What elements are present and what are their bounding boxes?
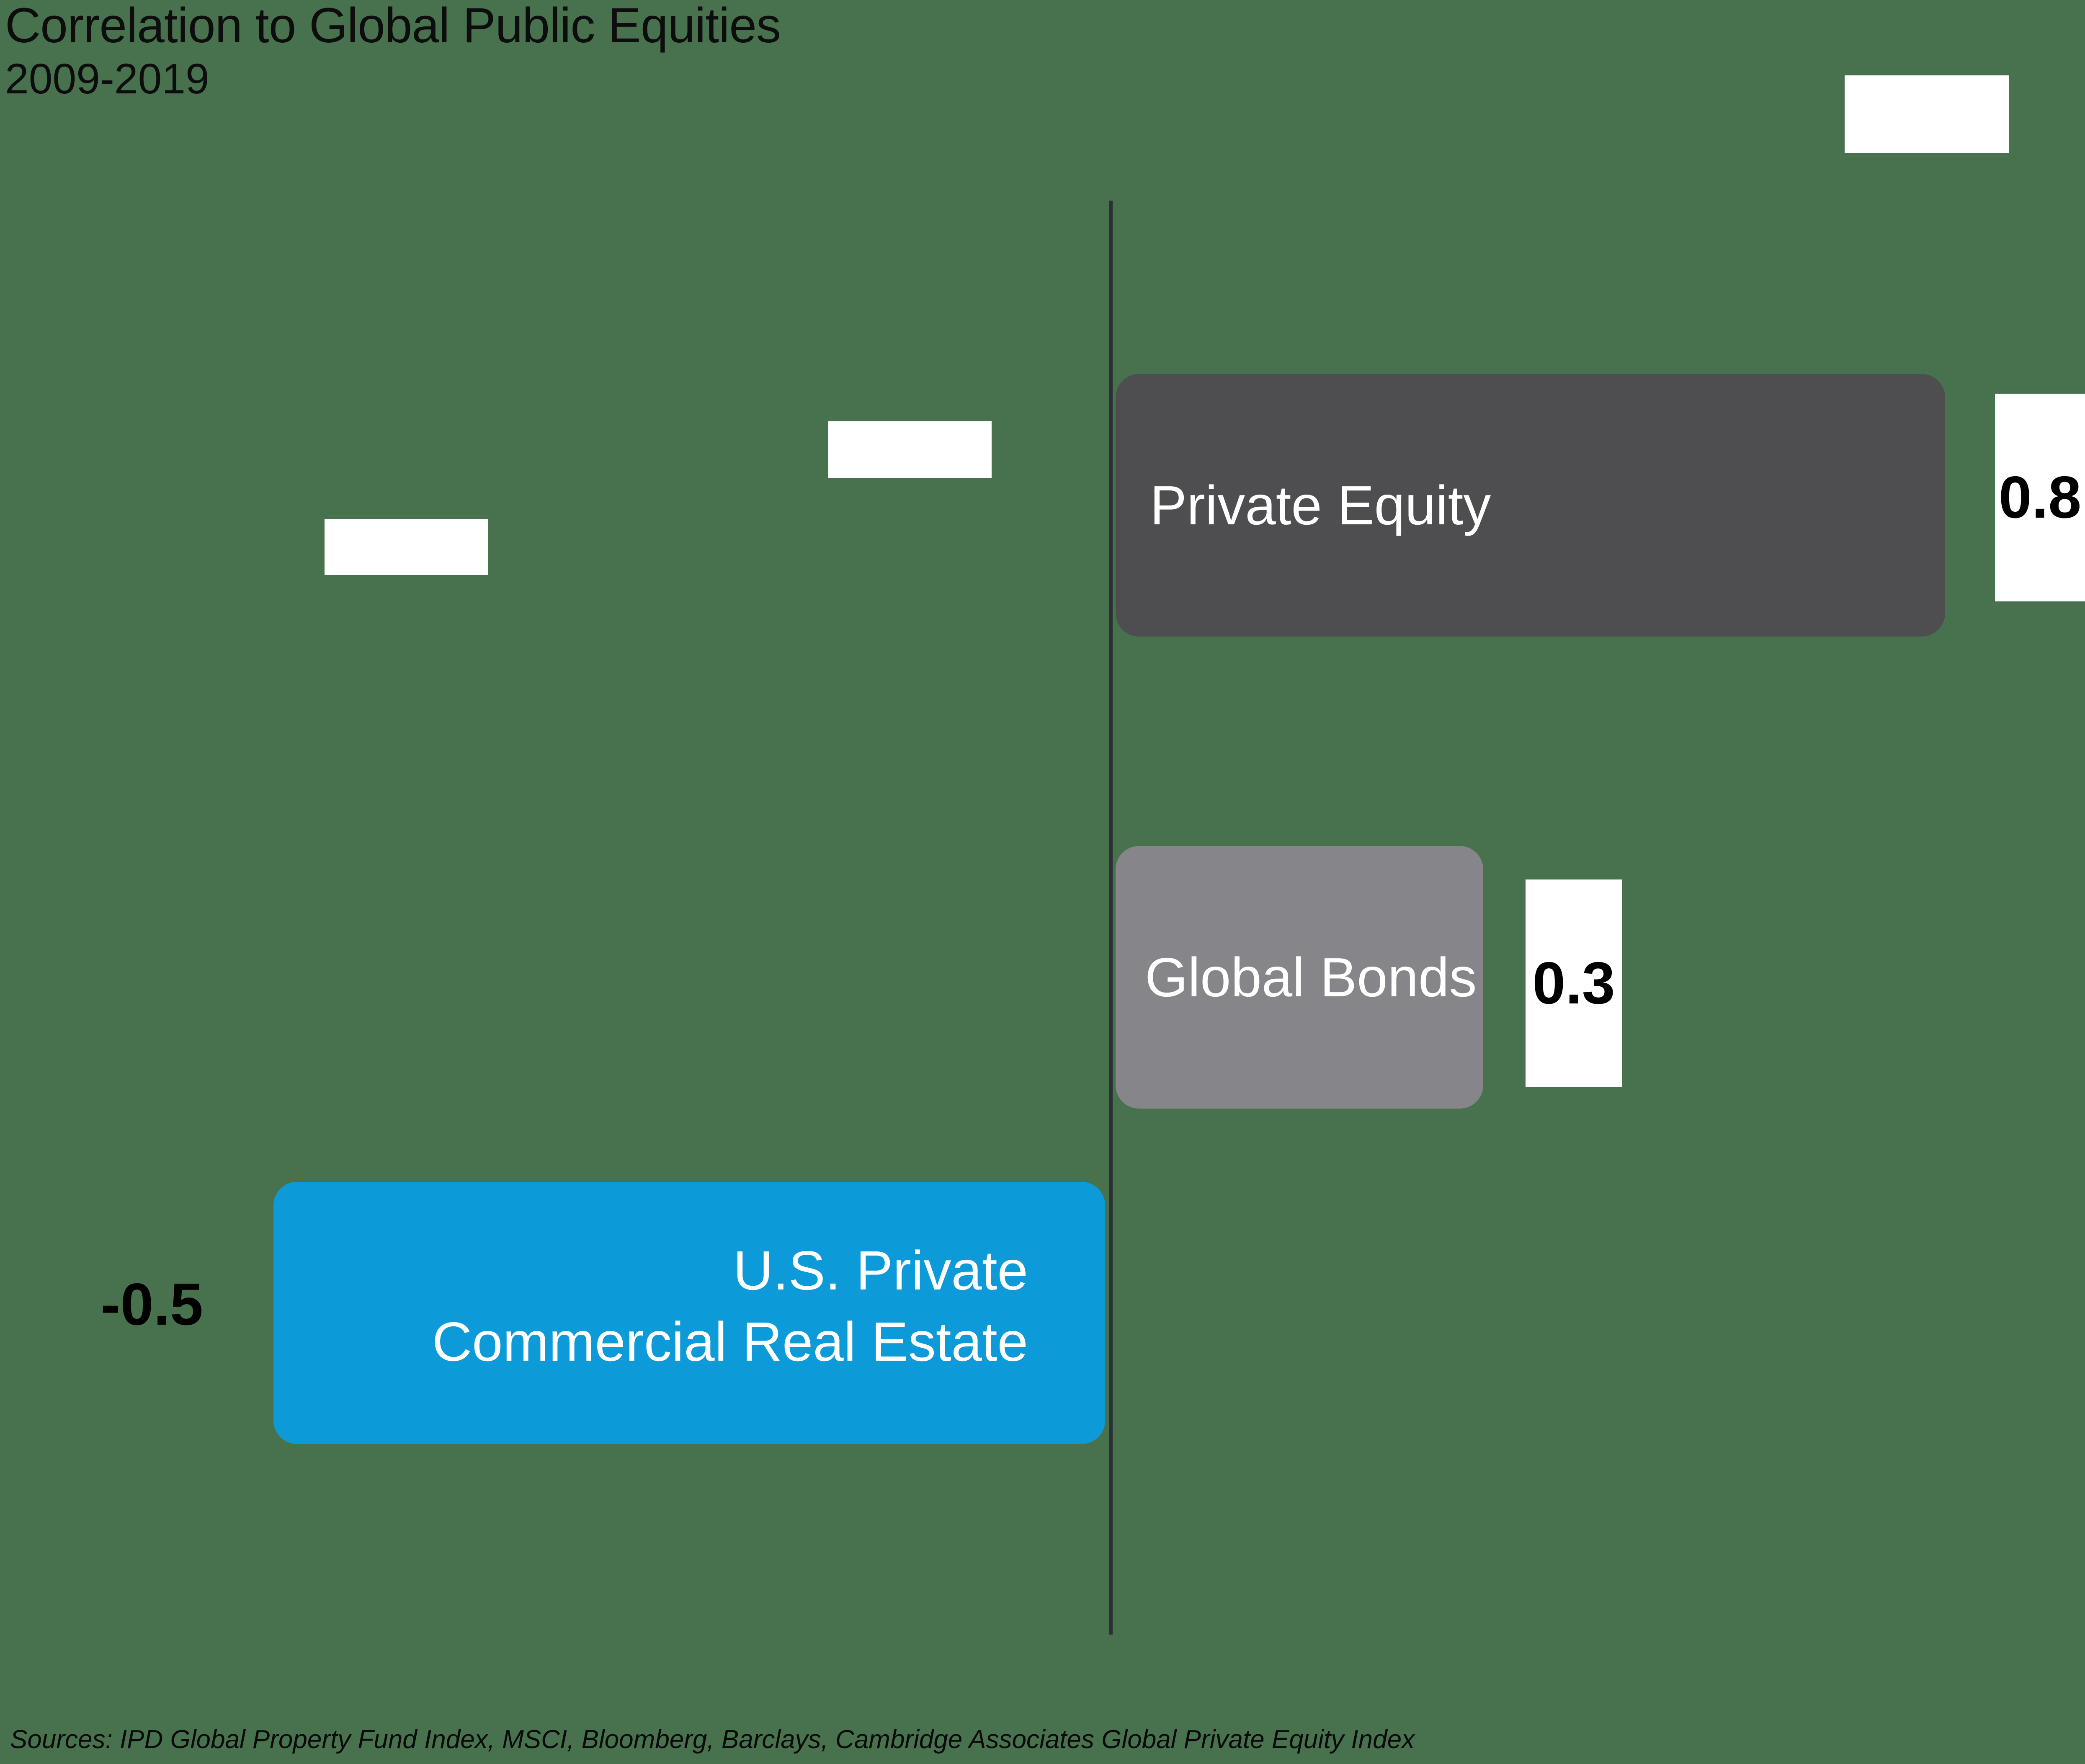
bar-label-us-private-commercial-real-estate: U.S. Private Commercial Real Estate bbox=[432, 1235, 1028, 1377]
bar-label-line2: Commercial Real Estate bbox=[432, 1311, 1028, 1372]
chart-subtitle: 2009-2019 bbox=[5, 55, 209, 103]
chart-title: Correlation to Global Public Equities bbox=[5, 0, 781, 53]
value-box-global-bonds: 0.3 bbox=[1526, 879, 1622, 1087]
bar-label-line1: U.S. Private bbox=[733, 1240, 1028, 1301]
value-box-private-equity: 0.8 bbox=[1995, 394, 2085, 601]
zero-axis-line bbox=[1109, 201, 1113, 1635]
blank-white-box-top-right bbox=[1845, 75, 2009, 153]
bar-private-equity: Private Equity bbox=[1116, 374, 1945, 637]
blank-white-box-left bbox=[325, 519, 488, 575]
value-label-global-bonds: 0.3 bbox=[1532, 950, 1615, 1016]
value-label-us-private-commercial-real-estate: -0.5 bbox=[101, 1271, 203, 1338]
bar-label-global-bonds: Global Bonds bbox=[1145, 946, 1477, 1008]
bar-label-private-equity: Private Equity bbox=[1150, 475, 1491, 536]
source-note: Sources: IPD Global Property Fund Index,… bbox=[10, 1725, 1415, 1754]
value-label-private-equity: 0.8 bbox=[1998, 464, 2082, 531]
bar-us-private-commercial-real-estate: U.S. Private Commercial Real Estate bbox=[273, 1182, 1105, 1444]
bar-global-bonds: Global Bonds bbox=[1116, 846, 1483, 1109]
blank-white-box-middle bbox=[828, 421, 992, 478]
